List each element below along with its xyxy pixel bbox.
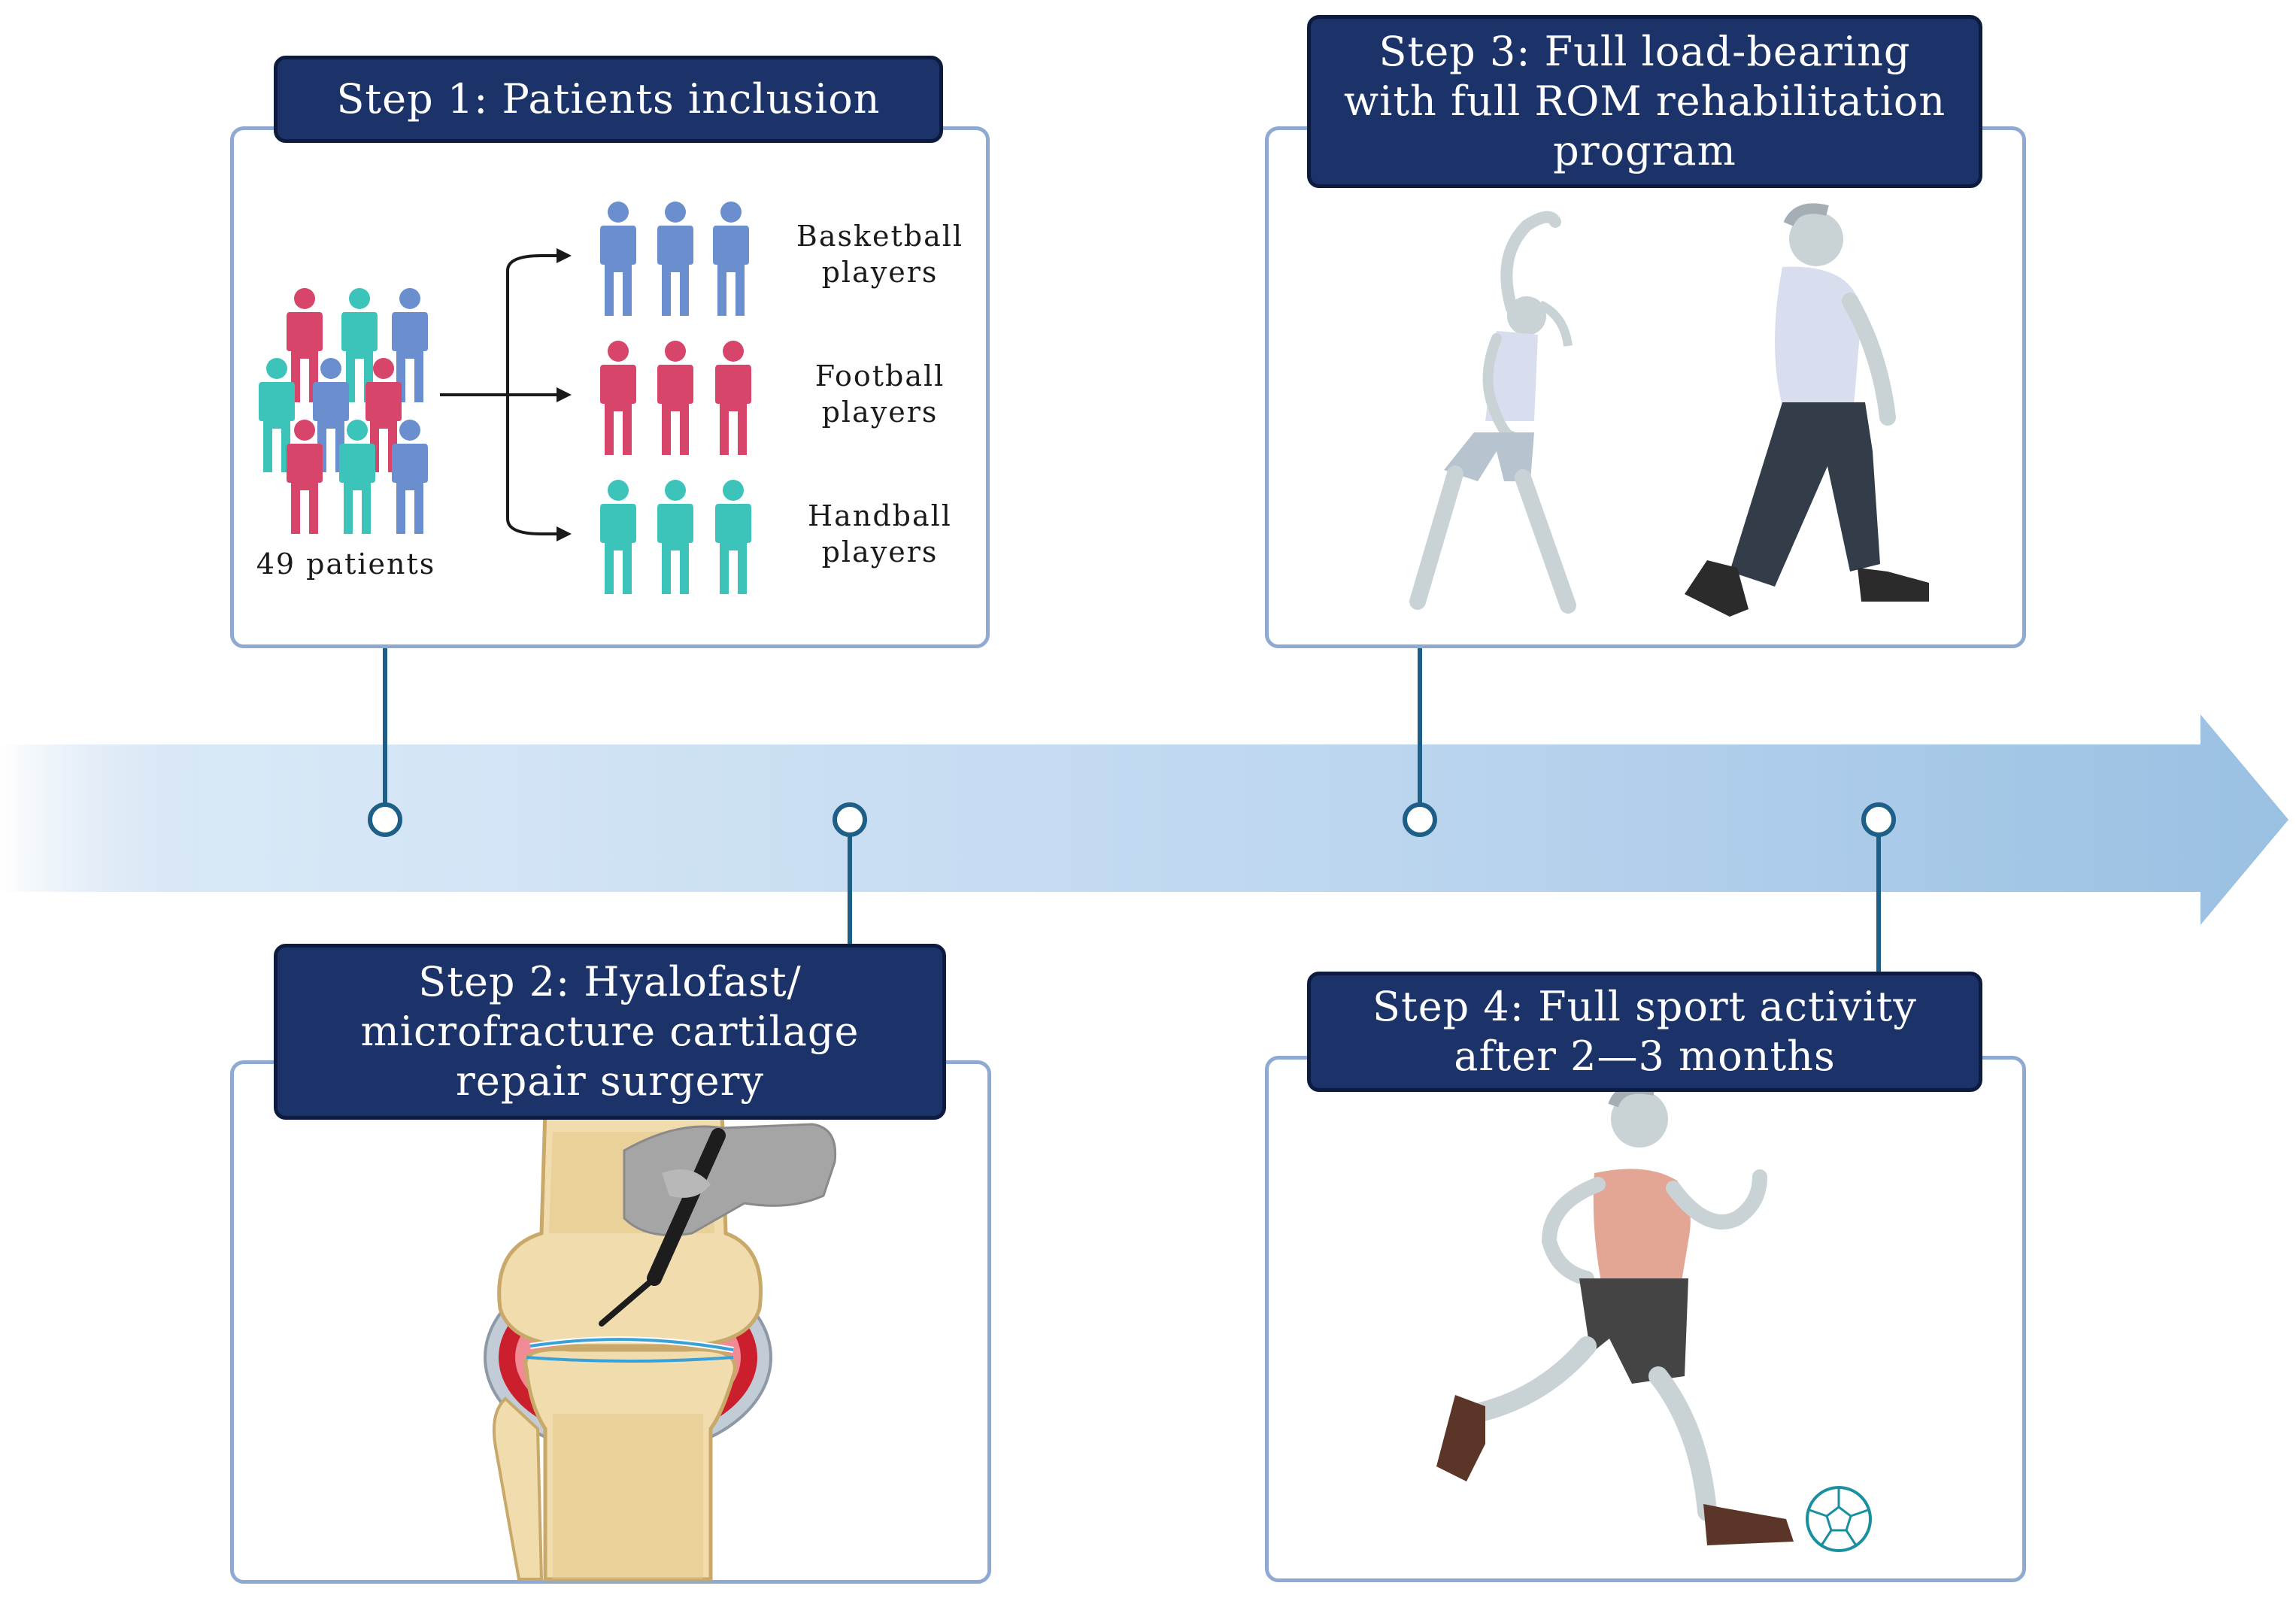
- milestone-step-2: [833, 802, 867, 837]
- step-4-header: Step 4: Full sport activity after 2—3 mo…: [1307, 972, 1982, 1092]
- step-1-header: Step 1: Patients inclusion: [274, 56, 943, 143]
- soccer-ball-icon: [1806, 1486, 1872, 1552]
- total-patients-label: 49 patients: [256, 547, 436, 581]
- stretching-woman-icon: [1409, 211, 1576, 614]
- group-label-football: Football players: [814, 359, 945, 429]
- step-2-title: Step 2: Hyalofast/ microfracture cartila…: [360, 958, 860, 1105]
- running-man-icon: [1436, 1083, 1794, 1545]
- step-3-header: Step 3: Full load-bearing with full ROM …: [1307, 15, 1982, 188]
- step-4-title: Step 4: Full sport activity after 2—3 mo…: [1372, 983, 1917, 1080]
- branch-arrows: [440, 254, 558, 535]
- milestone-step-4: [1861, 802, 1896, 837]
- milestone-step-3: [1403, 802, 1437, 837]
- timeline-arrow: [0, 714, 2288, 925]
- walking-man-icon: [1685, 203, 1929, 617]
- group-label-basketball: Basketball players: [796, 220, 964, 289]
- step-2-header: Step 2: Hyalofast/ microfracture cartila…: [274, 944, 946, 1120]
- group-label-handball: Handball players: [808, 499, 952, 569]
- step-3-title: Step 3: Full load-bearing with full ROM …: [1343, 28, 1946, 174]
- scalpel-hand-icon: [599, 1123, 837, 1327]
- milestone-step-1: [368, 802, 402, 837]
- step-1-title: Step 1: Patients inclusion: [336, 75, 881, 123]
- step-3-card: [1265, 126, 2026, 648]
